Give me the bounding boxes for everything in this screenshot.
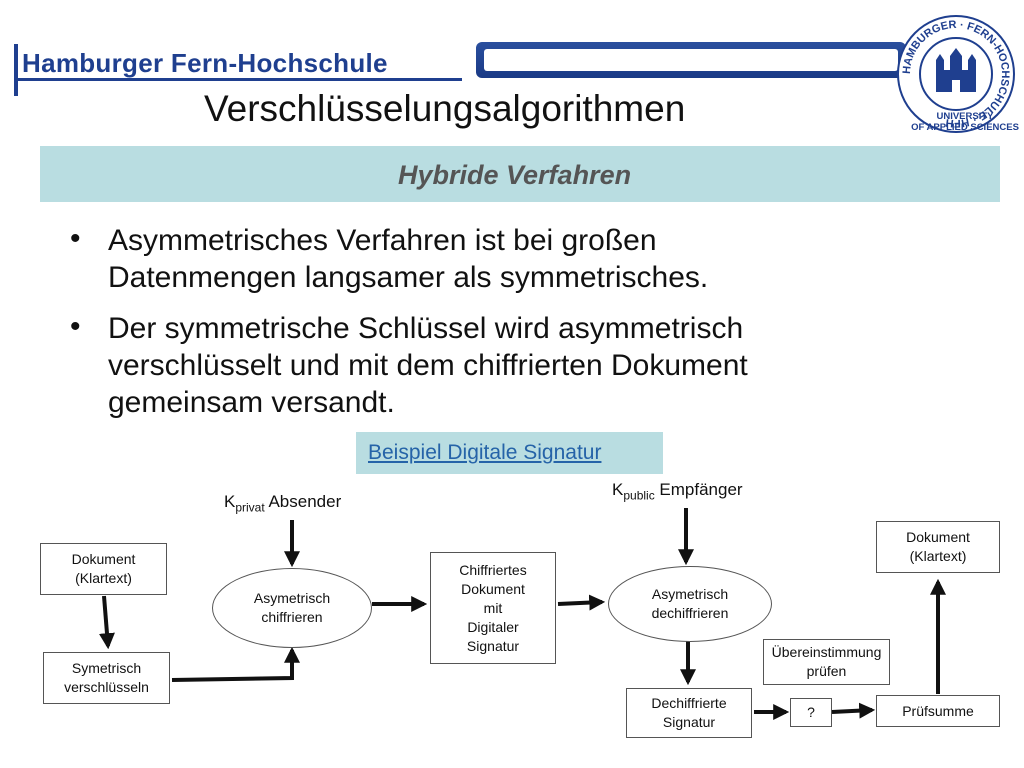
seal-caption: UNIVERSITY OF APPLIED SCIENCES: [911, 111, 1019, 133]
private-key-label: Kprivat Absender: [224, 492, 342, 515]
bullet-marker: •: [70, 310, 81, 343]
bullet-item: Der symmetrische Schlüssel wird asymmetr…: [108, 312, 748, 419]
unknown-value-box: ?: [790, 698, 832, 727]
page-subtitle: Hybride Verfahren: [398, 160, 632, 190]
bullet-marker: •: [70, 222, 81, 255]
header-rule-horizontal: [14, 78, 462, 81]
page-title: Verschlüsselungsalgorithmen: [204, 88, 686, 129]
public-key-label: Kpublic Empfänger: [612, 480, 743, 503]
header-rule-vertical: [14, 44, 18, 96]
brand-name: Hamburger Fern-Hochschule: [22, 48, 388, 78]
example-signature-link[interactable]: Beispiel Digitale Signatur: [368, 441, 602, 464]
link-box: [356, 432, 663, 474]
bullet-item: Asymmetrisches Verfahren ist bei großen …: [108, 224, 709, 294]
document-input-box: Dokument(Klartext): [40, 543, 167, 595]
checksum-box: Prüfsumme: [876, 695, 1000, 727]
university-seal-icon: HAMBURGER · FERN-HOCHSCHULE · HFH: [897, 15, 1015, 133]
subtitle-bar: [40, 146, 1000, 202]
castle-icon: [936, 48, 976, 92]
document-output-box: Dokument(Klartext): [876, 521, 1000, 573]
header-band: [476, 42, 906, 78]
